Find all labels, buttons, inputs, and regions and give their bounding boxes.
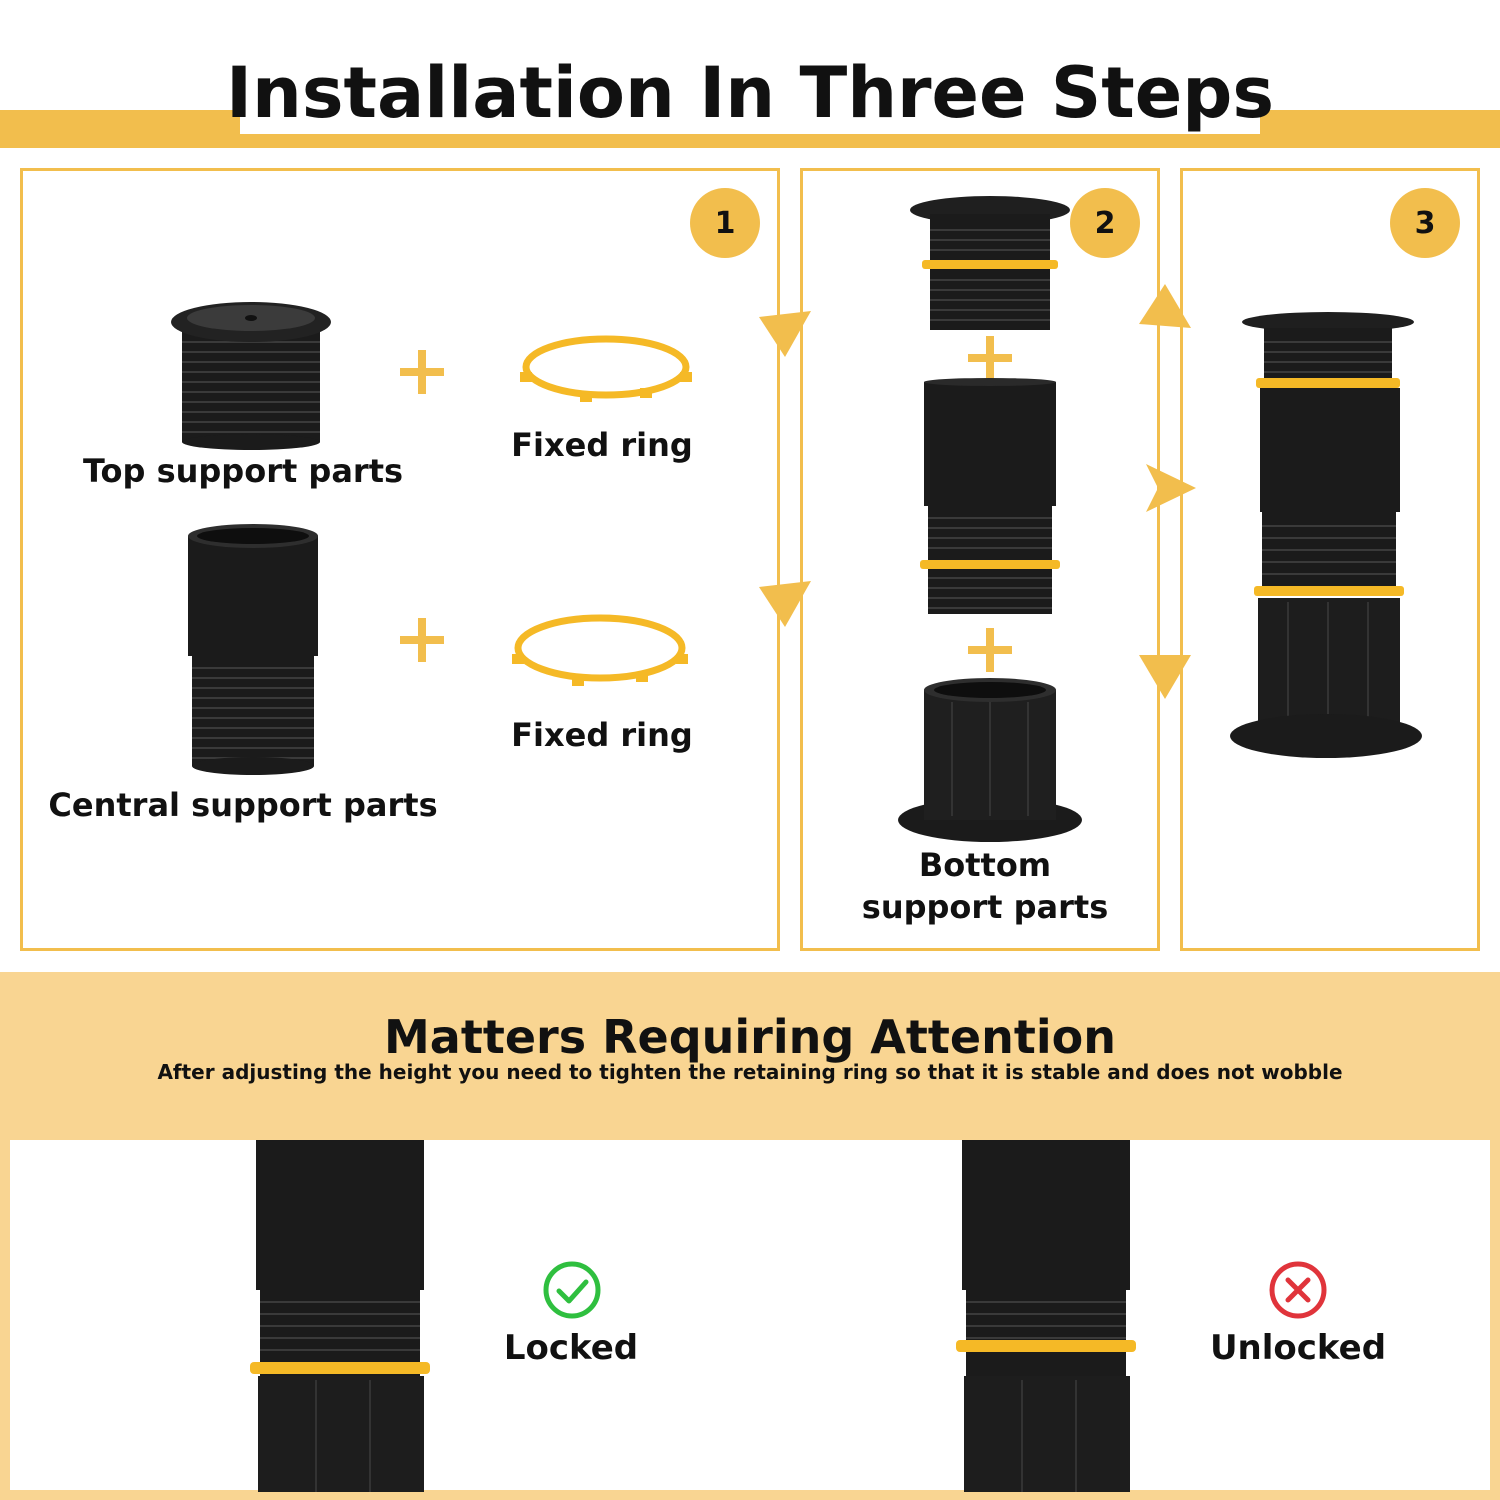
page-title: Installation In Three Steps <box>225 52 1275 134</box>
arrow-step2-to-step3-bottom-icon <box>1139 655 1191 699</box>
bottom-frame-bottom <box>0 1490 1500 1500</box>
attention-subtitle: After adjusting the height you need to t… <box>157 1060 1343 1084</box>
locked-label: Locked <box>503 1328 639 1368</box>
check-icon <box>543 1261 601 1319</box>
step-badge-2: 2 <box>1070 188 1140 258</box>
plus-icon-step2-bottom <box>968 628 1012 672</box>
attention-band <box>0 972 1500 1140</box>
plus-icon-step1-top <box>400 350 444 394</box>
central-support-part-image <box>188 524 318 775</box>
bottom-frame-right <box>1490 1140 1500 1500</box>
bottom-support-part-image <box>898 678 1082 842</box>
top-support-parts-label: Top support parts <box>82 452 404 490</box>
central-support-parts-label: Central support parts <box>48 786 438 824</box>
fixed-ring-label-1: Fixed ring <box>511 426 693 464</box>
cross-icon <box>1269 1261 1327 1319</box>
fixed-ring-label-2: Fixed ring <box>511 716 693 754</box>
bottom-frame-left <box>0 1140 10 1500</box>
step-badge-3: 3 <box>1390 188 1460 258</box>
fixed-ring-image-1 <box>520 335 692 402</box>
top-support-part-image <box>171 302 331 450</box>
step2-top-assembly-image <box>910 196 1070 330</box>
arrow-step2-to-step3-middle-icon <box>1146 464 1196 512</box>
bottom-support-label-line1: Bottom <box>918 846 1052 884</box>
plus-icon-step1-bottom <box>400 618 444 662</box>
step1-panel <box>20 168 780 951</box>
unlocked-label: Unlocked <box>1209 1328 1387 1368</box>
plus-icon-step2-top <box>968 336 1012 380</box>
arrow-step1-to-step2-bottom-icon <box>759 581 811 627</box>
bottom-support-label-line2: support parts <box>861 888 1109 926</box>
arrow-step2-to-step3-top-icon <box>1139 284 1191 328</box>
step3-assembled-support-image <box>1230 312 1422 758</box>
step-badge-1: 1 <box>690 188 760 258</box>
locked-support-image <box>250 1140 430 1492</box>
step2-central-assembly-image <box>920 378 1060 614</box>
title-backdrop <box>240 52 1260 134</box>
arrow-step1-to-step2-top-icon <box>759 311 811 357</box>
attention-title: Matters Requiring Attention <box>384 1010 1116 1064</box>
unlocked-support-image <box>956 1140 1136 1492</box>
fixed-ring-image-2 <box>512 614 688 686</box>
